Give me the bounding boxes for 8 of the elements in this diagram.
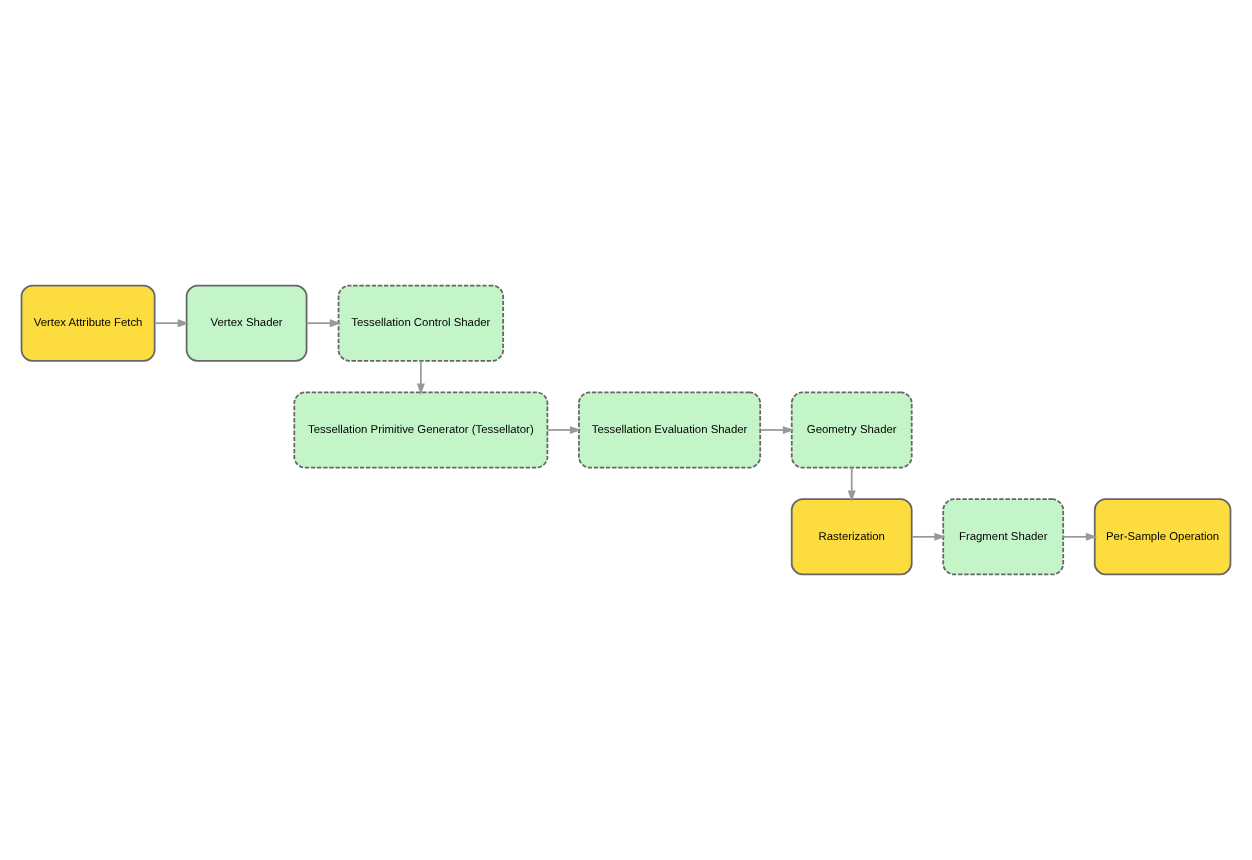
arrow <box>305 319 342 328</box>
arrow <box>759 426 795 434</box>
arrow <box>1062 532 1098 541</box>
arrow <box>546 426 582 434</box>
arrow <box>416 359 425 395</box>
arrow <box>153 319 190 328</box>
arrow <box>911 532 946 541</box>
arrow <box>847 466 856 502</box>
